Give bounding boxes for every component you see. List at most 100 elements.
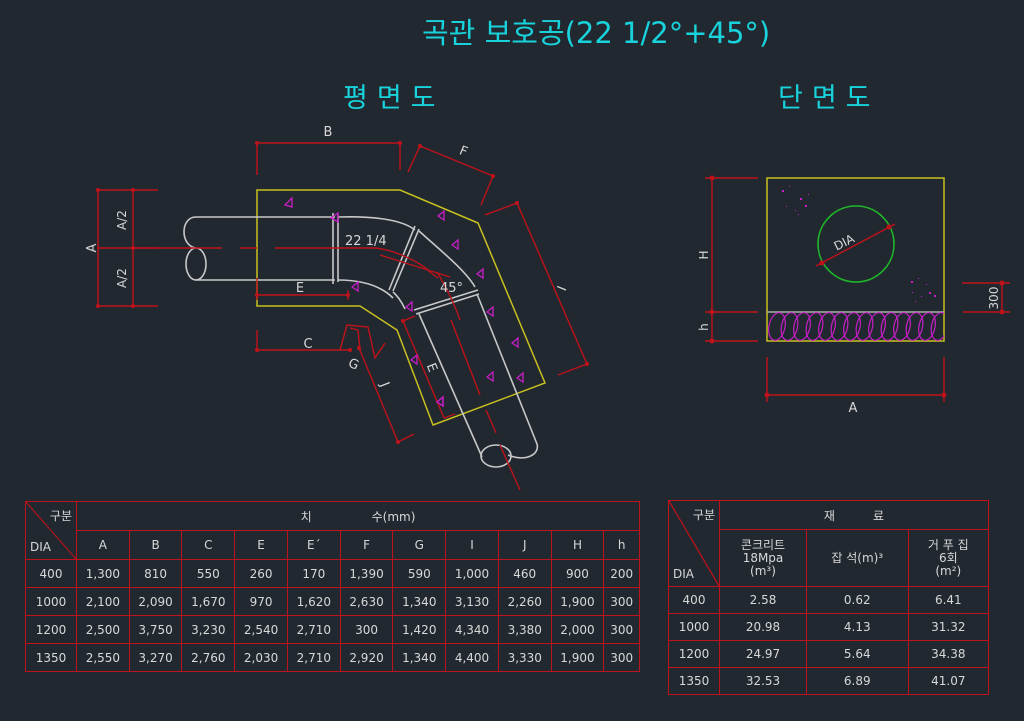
value-cell: 1,000	[445, 559, 499, 588]
value-cell: 24.97	[719, 640, 807, 668]
value-cell: 31.32	[907, 613, 990, 641]
value-cell: 1,390	[339, 559, 394, 588]
value-cell: 2,100	[76, 587, 130, 616]
corner-label-category: 구분	[692, 508, 715, 522]
corner-label-dia: DIA	[673, 567, 694, 581]
value-cell: 1,420	[392, 615, 447, 644]
value-cell: 3,130	[445, 587, 499, 616]
material-group-header: 재 료	[719, 500, 989, 530]
label-F: F	[457, 143, 470, 160]
value-cell: 6.89	[805, 667, 909, 695]
label-h: h	[697, 323, 711, 331]
gravel-bed	[768, 312, 944, 341]
corner-label-dia: DIA	[30, 540, 51, 554]
gravel-loop	[893, 312, 911, 341]
dimension-header-part2: 수(mm)	[371, 509, 416, 524]
label-300: 300	[987, 287, 1001, 310]
header-line: 잡 석(m)³	[831, 550, 884, 565]
column-header: A	[76, 530, 130, 560]
plan-view: A A/2 A/2 B F I E E C G J 22 1/4 45°	[85, 125, 589, 491]
dia-cell: 400	[668, 586, 720, 614]
column-header: B	[128, 530, 183, 560]
value-cell: 4,340	[445, 615, 499, 644]
value-cell: 810	[128, 559, 183, 588]
value-cell: 300	[339, 615, 394, 644]
value-cell: 2,710	[286, 615, 341, 644]
value-cell: 2,760	[181, 643, 236, 672]
value-cell: 32.53	[719, 667, 807, 695]
label-E: E	[296, 281, 304, 296]
column-header: E	[234, 530, 288, 560]
value-cell: 1,300	[76, 559, 130, 588]
label-angle-22: 22 1/4	[345, 234, 387, 249]
dia-cell: 400	[25, 559, 77, 588]
value-cell: 2,920	[339, 643, 394, 672]
value-cell: 2,030	[234, 643, 288, 672]
aggregate-markers	[283, 196, 524, 408]
gravel-loop	[830, 312, 849, 341]
header-line: 콘크리트	[740, 537, 786, 552]
column-header: H	[550, 530, 605, 560]
gravel-loop	[780, 312, 799, 341]
value-cell: 970	[234, 587, 288, 616]
concrete-outline	[256, 189, 546, 426]
value-cell: 550	[181, 559, 236, 588]
value-cell: 200	[603, 559, 640, 588]
section-view: DIA H h A 300	[697, 175, 1010, 416]
column-header: J	[497, 530, 552, 560]
value-cell: 1,670	[181, 587, 236, 616]
gravel-loop	[818, 312, 836, 341]
value-cell: 2,260	[497, 587, 552, 616]
value-cell: 2,000	[550, 615, 605, 644]
value-cell: 1,340	[392, 587, 447, 616]
dia-cell: 1350	[25, 643, 77, 672]
gravel-loop	[918, 312, 936, 341]
value-cell: 1,340	[392, 643, 447, 672]
value-cell: 2,090	[128, 587, 183, 616]
gravel-loop	[793, 312, 811, 341]
label-A-half-bottom: A/2	[115, 268, 129, 288]
material-table-corner: 구분 DIA	[668, 500, 720, 587]
value-cell: 6.41	[907, 586, 990, 614]
value-cell: 4.13	[805, 613, 909, 641]
value-cell: 41.07	[907, 667, 990, 695]
corner-label-category: 구분	[49, 509, 72, 523]
section-dimension-lines	[705, 177, 1010, 402]
value-cell: 300	[603, 587, 640, 616]
value-cell: 900	[550, 559, 605, 588]
label-E-prime: E	[423, 361, 440, 374]
dimension-dots	[96, 141, 589, 444]
plan-view-title: 평면도	[343, 83, 445, 114]
label-angle-45: 45°	[440, 281, 463, 296]
label-C: C	[303, 337, 312, 352]
section-outline	[766, 177, 945, 342]
value-cell: 2,500	[76, 615, 130, 644]
pipe-end-left	[185, 247, 207, 281]
label-A-section: A	[849, 401, 858, 416]
value-cell: 0.62	[805, 586, 909, 614]
value-cell: 1,900	[550, 587, 605, 616]
pipe-section-circle	[817, 205, 895, 283]
header-line: 거 푸 집	[927, 537, 969, 552]
value-cell: 260	[234, 559, 288, 588]
value-cell: 2.58	[719, 586, 807, 614]
gravel-loop	[930, 312, 944, 341]
aggregate-speckles	[782, 186, 936, 302]
value-cell: 3,750	[128, 615, 183, 644]
value-cell: 1,900	[550, 643, 605, 672]
label-B: B	[324, 125, 333, 140]
value-cell: 20.98	[719, 613, 807, 641]
header-line: 18Mpa	[742, 550, 784, 565]
dimension-lines	[97, 142, 588, 491]
dimension-table-corner: 구분 DIA	[25, 501, 77, 560]
label-H: H	[697, 250, 711, 259]
value-cell: 2,550	[76, 643, 130, 672]
